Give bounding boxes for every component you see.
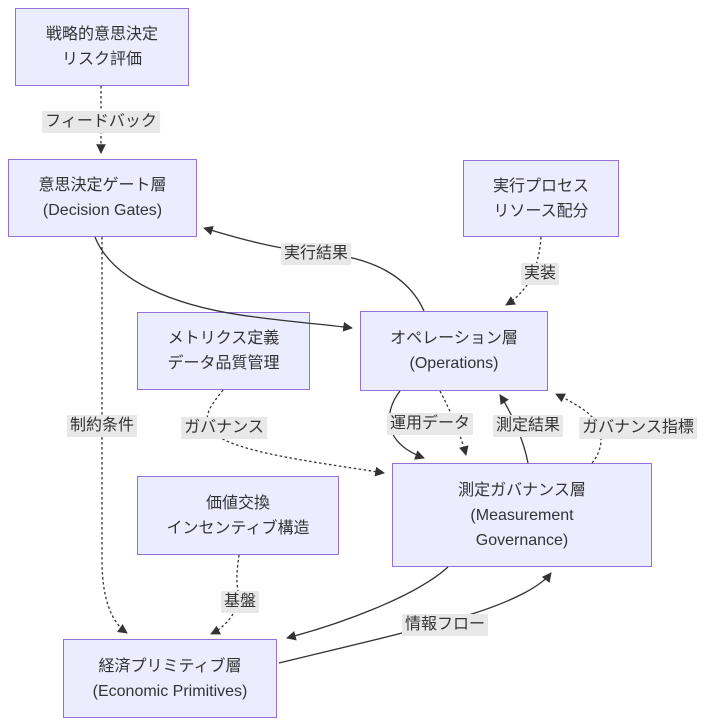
node-operations: オペレーション層 (Operations) <box>360 311 548 391</box>
node-value-exchange-label: 価値交換 インセンティブ構造 <box>166 494 310 537</box>
edge-label-operational-data: 運用データ <box>386 413 474 435</box>
node-execution-process: 実行プロセス リソース配分 <box>463 160 619 237</box>
edge-label-constraint: 制約条件 <box>66 415 138 437</box>
node-metrics-definition: メトリクス定義 データ品質管理 <box>137 312 310 390</box>
node-value-exchange: 価値交換 インセンティブ構造 <box>137 476 339 555</box>
edge-label-governance-metrics: ガバナンス指標 <box>579 417 697 439</box>
edge-label-information-flow: 情報フロー <box>401 614 489 636</box>
node-execution-process-label: 実行プロセス リソース配分 <box>492 177 589 220</box>
node-operations-label: オペレーション層 (Operations) <box>390 330 518 372</box>
edge-label-foundation: 基盤 <box>220 591 260 613</box>
edge-label-execution-result: 実行結果 <box>280 243 352 265</box>
edge-execution-result <box>203 225 425 312</box>
edge-label-feedback: フィードバック <box>42 111 160 133</box>
node-decision-gates-label: 意思決定ゲート層 (Decision Gates) <box>38 177 167 219</box>
node-measurement-governance-label: 測定ガバナンス層 (Measurement Governance) <box>458 481 586 549</box>
node-strategic-decision: 戦略的意思決定 リスク評価 <box>15 8 189 86</box>
node-economic-primitives-label: 経済プリミティブ層 (Economic Primitives) <box>92 657 248 700</box>
node-economic-primitives: 経済プリミティブ層 (Economic Primitives) <box>63 639 277 718</box>
node-strategic-decision-label: 戦略的意思決定 リスク評価 <box>45 26 158 68</box>
edge-label-measurement-result: 測定結果 <box>492 415 564 437</box>
node-metrics-definition-label: メトリクス定義 データ品質管理 <box>167 330 280 372</box>
node-decision-gates: 意思決定ゲート層 (Decision Gates) <box>8 159 197 237</box>
edge-label-governance: ガバナンス <box>181 417 267 439</box>
edge-label-implementation: 実装 <box>520 263 560 285</box>
node-measurement-governance: 測定ガバナンス層 (Measurement Governance) <box>392 463 652 567</box>
